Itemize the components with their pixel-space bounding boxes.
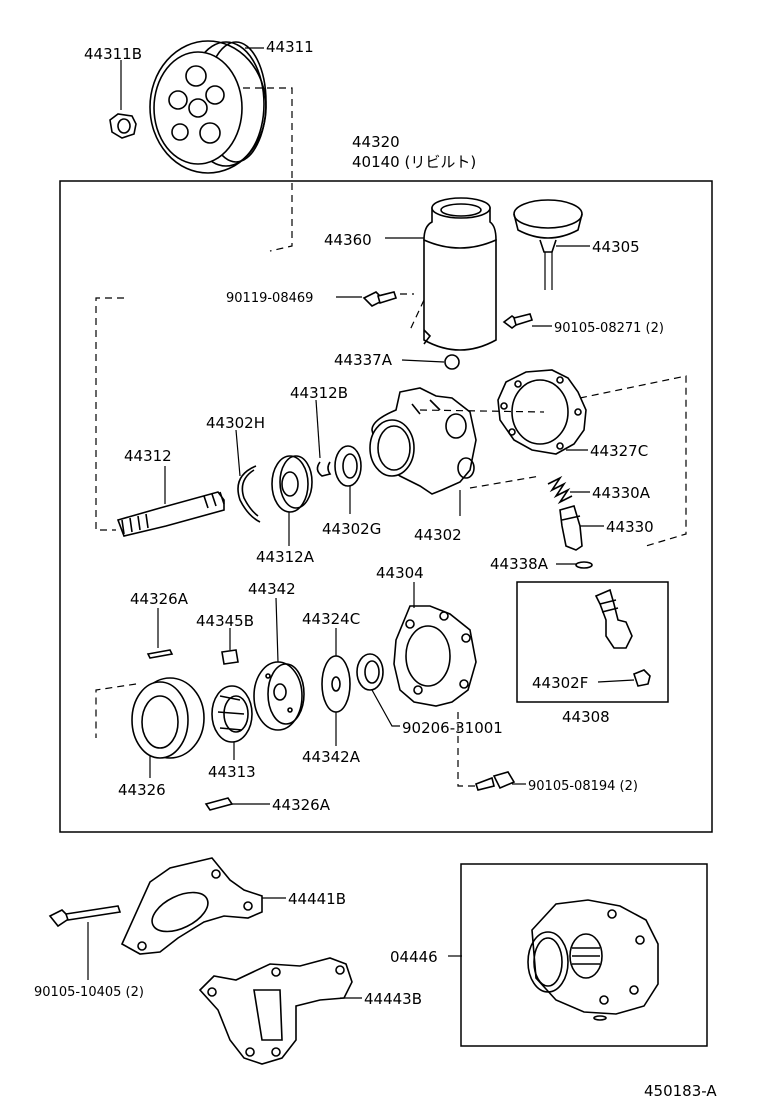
reservoir-44360 [423, 197, 497, 351]
snap-ring-44302H [237, 465, 261, 523]
label-44326: 44326 [118, 781, 166, 799]
label-44327C: 44327C [590, 442, 648, 460]
o-ring-44338A [575, 561, 593, 569]
label-90105-10405: 90105-10405 (2) [34, 985, 144, 1000]
bracket-44441B [120, 857, 263, 955]
label-44302G: 44302G [322, 520, 381, 538]
label-44330A: 44330A [592, 484, 651, 502]
label-90105-08271: 90105-08271 (2) [554, 321, 664, 336]
label-44326A-bottom: 44326A [272, 796, 331, 814]
label-44308: 44308 [562, 708, 610, 726]
nut-44311B [109, 113, 137, 139]
kit-44308-frame [516, 581, 669, 703]
label-44304: 44304 [376, 564, 424, 582]
bracket-44443B [198, 957, 353, 1065]
oil-seal-44302G [334, 445, 362, 487]
pin-44326A-top [146, 649, 174, 659]
diagram-id: 450183-A [644, 1082, 717, 1100]
kit-04446-frame [460, 863, 708, 1047]
label-44305: 44305 [592, 238, 640, 256]
bolt-90105-10405 [48, 905, 122, 928]
label-assembly-part: 44320 [352, 133, 400, 151]
label-44311: 44311 [266, 38, 314, 56]
pulley-44311 [149, 40, 267, 174]
label-44311B: 44311B [84, 45, 142, 63]
kit-04446 [527, 899, 659, 1021]
cover-44304 [393, 605, 477, 707]
label-44342A: 44342A [302, 748, 361, 766]
vane-44345B [221, 649, 239, 665]
label-44326A-top: 44326A [130, 590, 189, 608]
label-44443B: 44443B [364, 990, 422, 1008]
shaft-44312 [116, 491, 225, 537]
label-90105-08194: 90105-08194 (2) [528, 779, 638, 794]
ball-44337A [444, 354, 460, 370]
label-44302F: 44302F [532, 674, 588, 692]
label-44342: 44342 [248, 580, 296, 598]
bolt-90119-08469 [362, 291, 398, 307]
cap-44305 [513, 199, 583, 290]
label-44360: 44360 [324, 231, 372, 249]
bolt-90105-08271 [502, 313, 534, 329]
label-44302: 44302 [414, 526, 462, 544]
label-44338A: 44338A [490, 555, 549, 573]
plug-44302F [633, 669, 651, 687]
label-44441B: 44441B [288, 890, 346, 908]
label-04446: 04446 [390, 948, 438, 966]
bearing-44312A [271, 455, 313, 513]
label-90206-31001: 90206-31001 [402, 719, 503, 737]
snap-ring-90206-31001 [356, 653, 384, 691]
valve-44330 [559, 505, 583, 551]
assembly-frame [59, 180, 713, 833]
washer-44342A [321, 655, 351, 713]
label-44302H: 44302H [206, 414, 265, 432]
spring-44330A [547, 475, 573, 505]
label-assembly-rebuilt: 40140 (リビルト) [352, 153, 476, 171]
snap-ring-44312B [316, 461, 332, 477]
label-90119-08469: 90119-08469 [226, 291, 313, 306]
housing-44302 [369, 387, 477, 495]
label-44313: 44313 [208, 763, 256, 781]
pin-44326A-bottom [204, 797, 234, 811]
label-44312: 44312 [124, 447, 172, 465]
label-44337A: 44337A [334, 351, 393, 369]
label-44345B: 44345B [196, 612, 254, 630]
bolt-90105-08194 [474, 771, 516, 791]
label-44312A: 44312A [256, 548, 315, 566]
label-44312B: 44312B [290, 384, 348, 402]
cam-ring-44326 [131, 677, 205, 759]
rotor-44313 [211, 685, 253, 743]
valve-kit-44308 [594, 588, 633, 649]
label-44330: 44330 [606, 518, 654, 536]
plate-44342 [253, 661, 305, 731]
label-44324C: 44324C [302, 610, 360, 628]
